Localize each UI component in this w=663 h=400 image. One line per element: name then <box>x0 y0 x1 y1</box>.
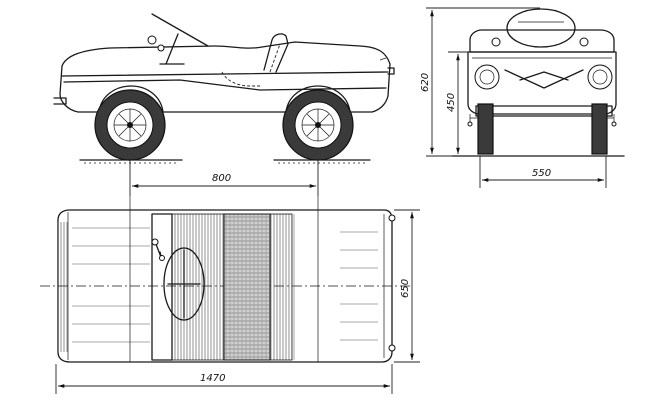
door-outline <box>221 71 262 87</box>
dimension-overall-length: 1470 <box>55 364 393 394</box>
hood <box>293 214 385 360</box>
overall-length-label: 1470 <box>200 373 225 384</box>
top-steering-wheel <box>163 247 205 321</box>
front-axle-knob-top <box>388 214 396 222</box>
side-view <box>53 13 395 164</box>
rear-deck <box>72 227 150 343</box>
horn-knob <box>147 35 157 45</box>
dimension-overall-height: 620 <box>420 7 540 157</box>
seat <box>223 213 271 361</box>
top-view <box>40 196 410 363</box>
body-belt-line <box>61 71 389 77</box>
front-right-wheel <box>591 103 608 155</box>
dimension-body-height: 450 <box>446 51 470 154</box>
front-left-wheel <box>477 103 494 155</box>
rear-wheel <box>94 89 166 161</box>
overall-height-label: 620 <box>420 73 431 92</box>
front-wheel <box>282 89 354 161</box>
front-axle-knob-bottom <box>388 344 396 352</box>
seat-back <box>263 33 289 73</box>
body-height-label: 450 <box>446 93 457 112</box>
seat-back-top <box>269 213 293 361</box>
track-width-label: 550 <box>532 168 551 179</box>
steering-column <box>165 33 179 65</box>
dimension-wheelbase: 800 <box>129 160 319 196</box>
left-headlight <box>474 64 500 90</box>
steering-panel <box>151 213 173 361</box>
steering-wheel <box>151 13 209 47</box>
car-body-outline <box>59 41 391 113</box>
front-body-top <box>469 29 615 53</box>
wheelbase-label: 800 <box>212 173 231 184</box>
right-headlight <box>587 64 613 90</box>
front-bumper <box>475 105 613 117</box>
dimension-track-width: 550 <box>479 156 607 188</box>
top-body-outline <box>57 209 393 363</box>
front-steering-wheel <box>506 8 576 48</box>
grille-emblem <box>504 69 584 89</box>
rear-bumper <box>53 97 67 105</box>
overall-width-label: 650 <box>400 279 411 298</box>
dimension-overall-width: 650 <box>394 209 420 363</box>
front-view <box>451 8 625 157</box>
